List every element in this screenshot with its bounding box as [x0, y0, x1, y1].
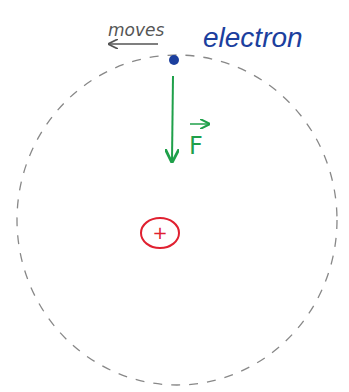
particle-label: electron [203, 24, 303, 52]
charge-sign: + [152, 224, 167, 242]
orbit-path [17, 55, 337, 385]
nucleus [141, 218, 179, 248]
vector-arrow [190, 123, 208, 125]
electron-dot [169, 55, 179, 65]
motion-label: moves [108, 22, 164, 39]
force-arrow [172, 76, 173, 160]
motion-arrow [110, 43, 158, 45]
force-label: F [189, 134, 203, 158]
